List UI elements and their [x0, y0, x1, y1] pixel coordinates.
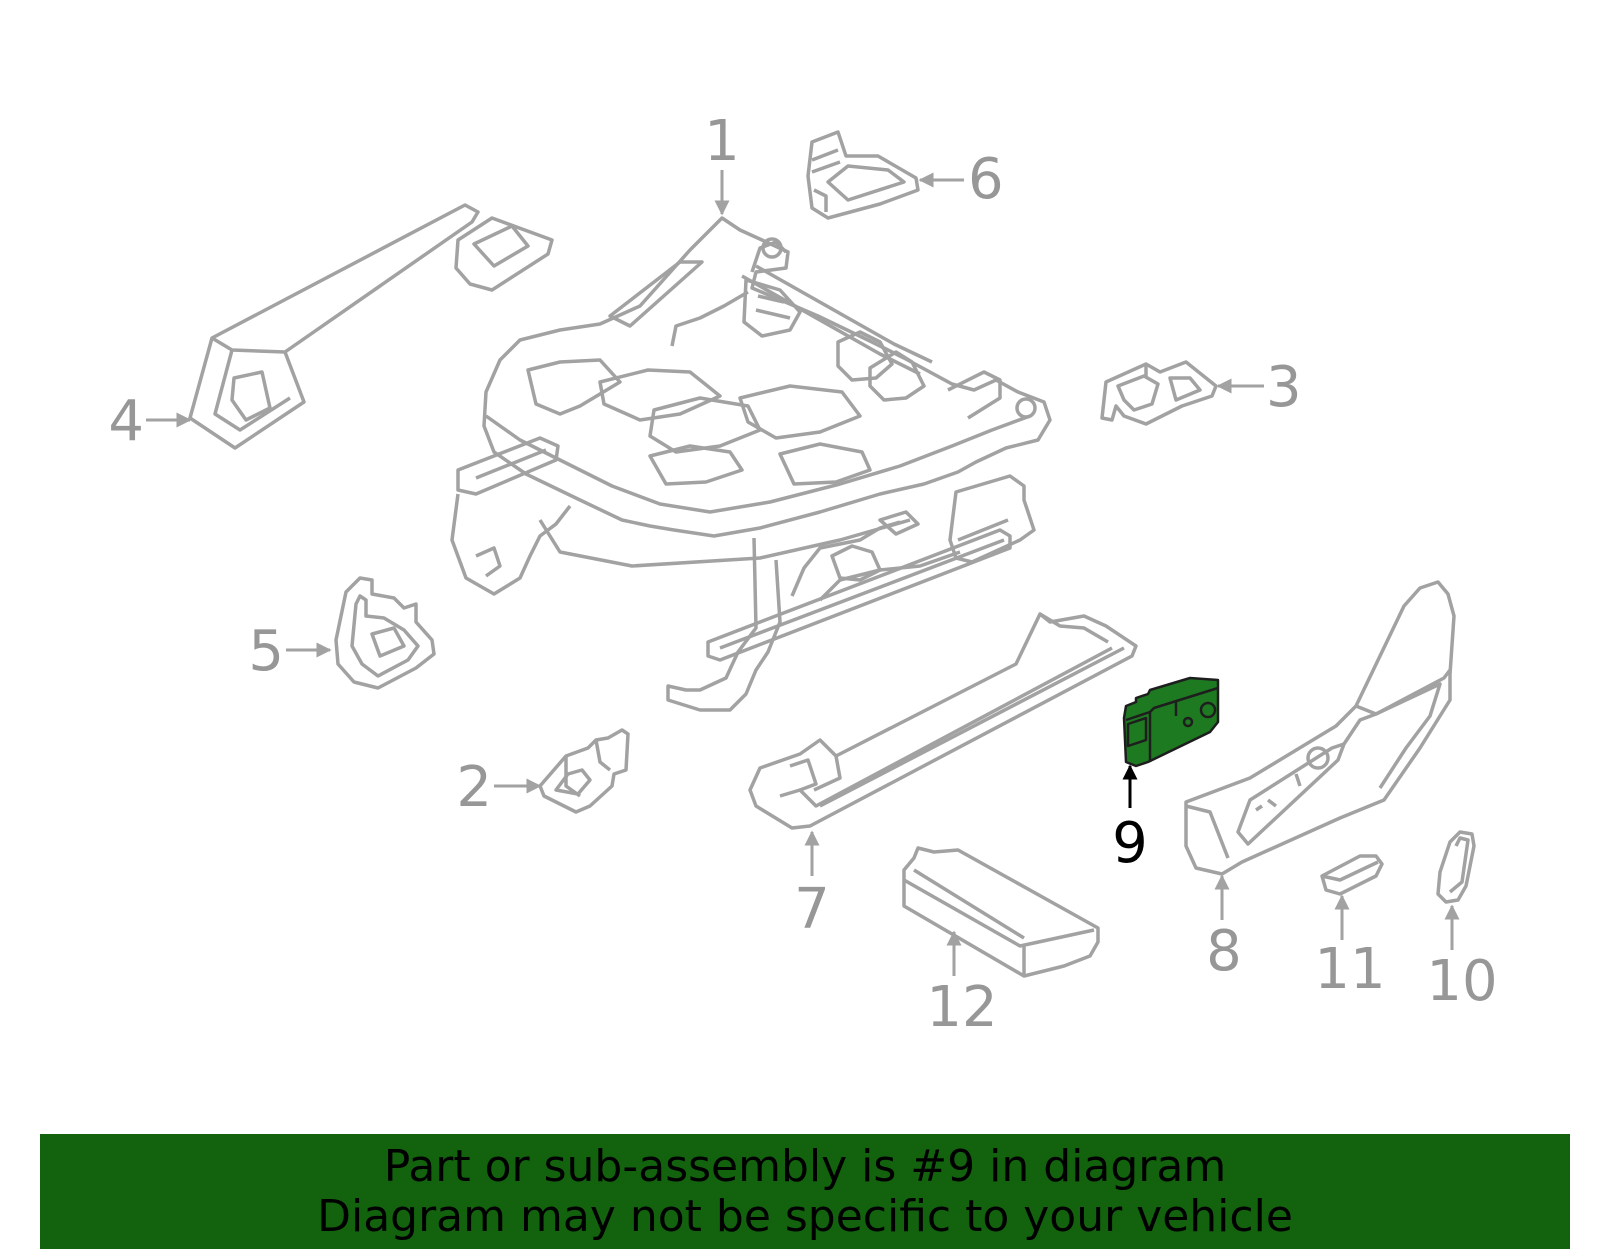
part-8-side-shield: [1184, 580, 1456, 876]
part-12-lower-trim: [902, 846, 1100, 978]
part-9-switch-module: [1122, 676, 1220, 768]
part-4-rail-bracket: [188, 203, 554, 450]
banner-line-part: Part or sub-assembly is #9 in diagram: [383, 1140, 1227, 1192]
callout-labels: 1 6 3 4 5 2 7 8 9 10 11 12: [108, 109, 1497, 1040]
callout-2: 2: [456, 755, 492, 820]
info-banner: Part or sub-assembly is #9 in diagram Di…: [40, 1134, 1570, 1249]
part-1-seat-frame: [450, 216, 1052, 712]
parts-diagram: 1 6 3 4 5 2 7 8 9 10 11 12: [108, 109, 1497, 1040]
part-6-bracket: [806, 130, 920, 220]
callout-6: 6: [968, 147, 1004, 212]
callout-9: 9: [1112, 811, 1148, 876]
leader-lines: [146, 170, 1460, 976]
callout-10: 10: [1426, 949, 1497, 1014]
callout-8: 8: [1206, 919, 1242, 984]
callout-5: 5: [248, 619, 284, 684]
part-7-trim-panel: [748, 612, 1138, 830]
part-2-bracket: [538, 728, 630, 814]
callout-11: 11: [1314, 937, 1385, 1002]
part-11-handle: [1320, 854, 1384, 896]
callout-7: 7: [794, 877, 830, 942]
part-10-knob: [1436, 830, 1476, 904]
callout-4: 4: [108, 389, 144, 454]
callout-1: 1: [704, 109, 740, 174]
part-5-bracket: [334, 576, 436, 690]
banner-line-disclaimer: Diagram may not be specific to your vehi…: [317, 1190, 1293, 1242]
part-3-bracket: [1100, 360, 1218, 426]
callout-12: 12: [926, 975, 997, 1040]
callout-3: 3: [1266, 355, 1302, 420]
